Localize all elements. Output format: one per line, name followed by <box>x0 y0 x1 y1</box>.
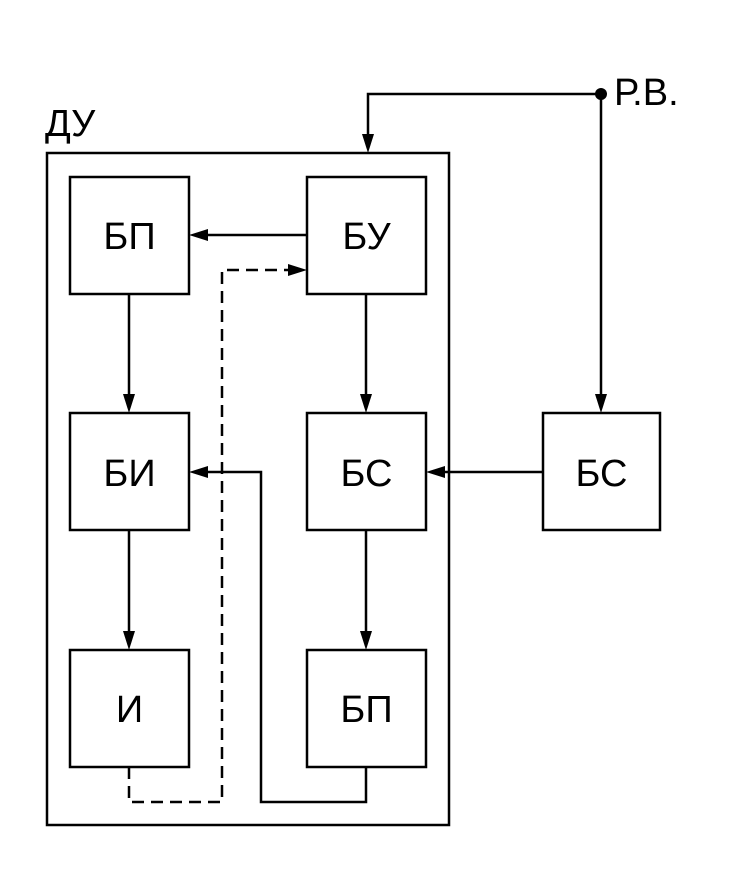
block-bp-bottom: БП <box>305 648 428 769</box>
block-bi: БИ <box>68 411 191 532</box>
dashed-arrow-i-to-bu <box>127 264 307 804</box>
block-bs-inner: БС <box>305 411 428 532</box>
block-bp-top: БП <box>68 175 191 296</box>
block-bs-outer: БС <box>541 411 662 532</box>
arrow-bs-inner-to-bp-bottom <box>360 530 372 650</box>
arrow-bu-to-bs-inner <box>360 294 372 413</box>
svg-text:БИ: БИ <box>103 453 155 495</box>
du-container <box>45 151 451 827</box>
svg-text:БС: БС <box>341 453 393 495</box>
svg-text:БП: БП <box>103 216 155 258</box>
arrow-bp-bottom-to-bi <box>189 466 368 804</box>
arrow-bu-to-bp-top <box>189 229 307 241</box>
arrow-bs-outer-to-bs-inner <box>426 466 543 478</box>
arrow-rv-to-du <box>362 92 601 153</box>
block-bu: БУ <box>305 175 428 296</box>
du-label: ДУ <box>45 103 96 145</box>
arrow-bi-to-i <box>123 530 135 650</box>
svg-text:БП: БП <box>340 689 392 731</box>
arrow-bp-top-to-bi <box>123 294 135 413</box>
svg-text:И: И <box>116 689 143 731</box>
arrow-rv-to-bs-outer <box>595 94 607 413</box>
block-i: И <box>68 648 191 769</box>
svg-text:БУ: БУ <box>342 216 391 258</box>
svg-text:БС: БС <box>576 453 628 495</box>
rv-label: Р.В. <box>614 72 679 114</box>
